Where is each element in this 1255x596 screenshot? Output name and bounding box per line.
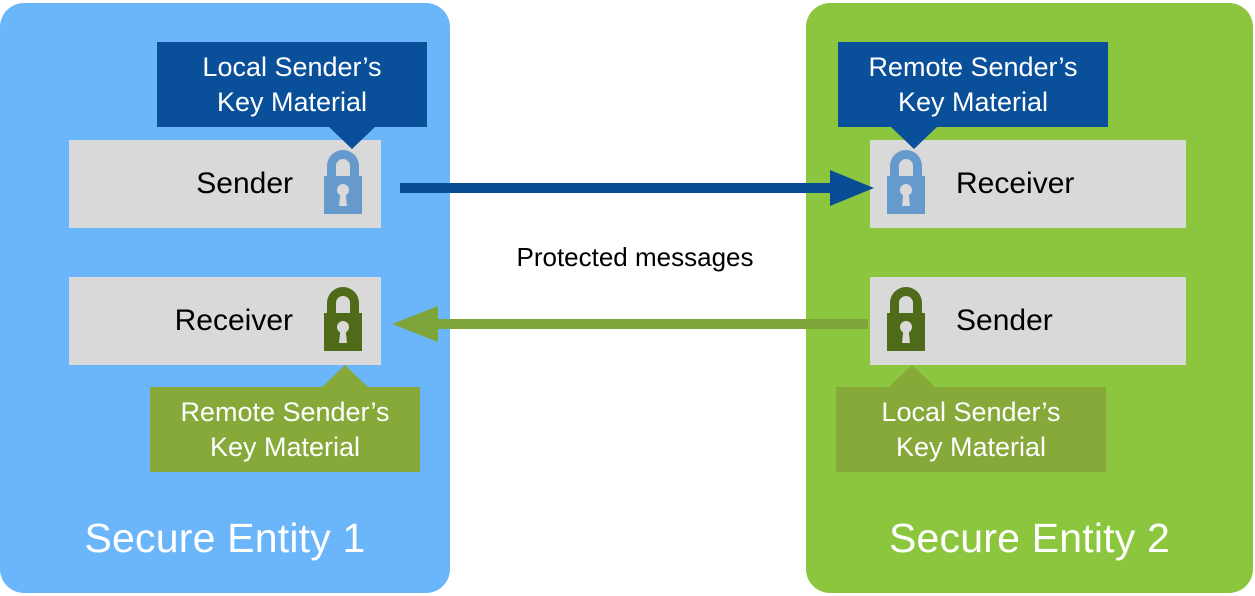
callout-line-1: Local Sender’s — [881, 397, 1061, 428]
arrow-right-to-left-icon — [392, 306, 868, 342]
padlock-icon — [878, 283, 934, 360]
callout-line-2: Key Material — [897, 86, 1049, 117]
padlock-icon — [315, 283, 371, 360]
callout-line-2: Key Material — [209, 431, 361, 462]
left-sender-label: Sender — [196, 167, 293, 200]
padlock-icon — [878, 146, 934, 223]
protected-messages-label: Protected messages — [516, 242, 754, 272]
callout-line-1: Remote Sender’s — [180, 397, 390, 428]
left-receiver-label: Receiver — [174, 304, 293, 337]
callout-line-1: Remote Sender’s — [868, 52, 1078, 83]
padlock-icon — [315, 146, 371, 223]
right-receiver-label: Receiver — [956, 167, 1075, 200]
callout-line-2: Key Material — [216, 86, 368, 117]
left-sender-box[interactable]: Sender — [69, 140, 381, 228]
callout-line-2: Key Material — [895, 431, 1047, 462]
right-sender-label: Sender — [956, 304, 1053, 337]
arrow-left-to-right-icon — [400, 170, 874, 206]
secure-entity-1-title: Secure Entity 1 — [84, 515, 366, 561]
secure-entity-2-title: Secure Entity 2 — [888, 515, 1171, 561]
left-receiver-box[interactable]: Receiver — [69, 277, 381, 365]
right-receiver-box[interactable]: Receiver — [870, 140, 1186, 228]
callout-line-1: Local Sender’s — [202, 52, 382, 83]
right-sender-box[interactable]: Sender — [870, 277, 1186, 365]
